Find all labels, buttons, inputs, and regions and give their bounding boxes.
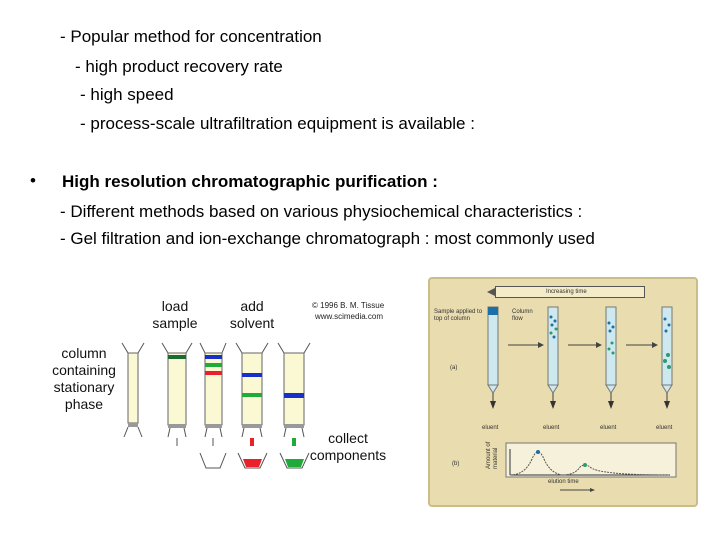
column-flow-label: Column flow (512, 309, 533, 322)
text-line-speed: - high speed (80, 85, 174, 104)
elution-column-1 (487, 306, 499, 409)
text-line-recovery: - high product recovery rate (75, 57, 283, 76)
elution-time-label: elution time (548, 479, 579, 485)
eluent-label-1: eluent (482, 425, 499, 431)
column-label-line-2: containing (52, 362, 116, 378)
column-chromatography-figure: load sample add solvent © 1996 B. M. Tis… (50, 293, 395, 478)
copyright-text: © 1996 B. M. Tissue (312, 301, 385, 310)
panel-a-label: (a) (450, 365, 458, 371)
collect-label: collect components (308, 430, 388, 464)
text-line-gel-filtration: - Gel filtration and ion-exchange chroma… (60, 229, 595, 248)
add-solvent-label: add solvent (222, 298, 282, 332)
text-line-equipment: - process-scale ultrafiltration equipmen… (80, 114, 475, 133)
text-line-chromatography-heading: High resolution chromatographic purifica… (62, 172, 438, 191)
panel-b-label: (b) (452, 461, 460, 467)
collect-label-line-2: components (309, 447, 387, 463)
elution-column-2 (547, 306, 559, 409)
add-solvent-line-2: solvent (229, 315, 275, 331)
column-4 (235, 342, 269, 469)
text-line-concentration: - Popular method for concentration (60, 27, 322, 46)
load-sample-label: load sample (145, 298, 205, 332)
columns-drawing (121, 342, 311, 469)
column-5 (277, 342, 311, 469)
column-3 (199, 342, 227, 446)
eluent-label-2: eluent (543, 425, 560, 431)
column-2 (161, 342, 193, 446)
sample-applied-label: Sample applied to top of column (434, 309, 483, 322)
eluent-label-4: eluent (656, 425, 673, 431)
elution-column-4 (661, 306, 673, 409)
elution-column-3 (605, 306, 617, 409)
load-sample-line-1: load (161, 298, 189, 314)
collect-label-line-1: collect (328, 430, 368, 446)
elution-drawing (487, 288, 677, 492)
column-label-line-4: phase (64, 396, 104, 412)
column-label: column containing stationary phase (50, 345, 118, 413)
load-sample-line-2: sample (152, 315, 198, 331)
text-line-methods: - Different methods based on various phy… (60, 202, 583, 221)
elution-diagram: Increasing time Sample applied to top of… (428, 277, 698, 507)
eluent-label-3: eluent (600, 425, 617, 431)
elution-graph (505, 442, 677, 492)
add-solvent-line-1: add (240, 298, 264, 314)
column-label-line-1: column (61, 345, 107, 361)
increasing-time-label: Increasing time (546, 289, 587, 295)
website-text: www.scimedia.com (315, 312, 384, 321)
column-label-line-3: stationary (53, 379, 115, 395)
time-arrow-box: Increasing time (495, 286, 645, 298)
column-1 (121, 342, 145, 438)
bullet-icon: • (30, 171, 36, 190)
